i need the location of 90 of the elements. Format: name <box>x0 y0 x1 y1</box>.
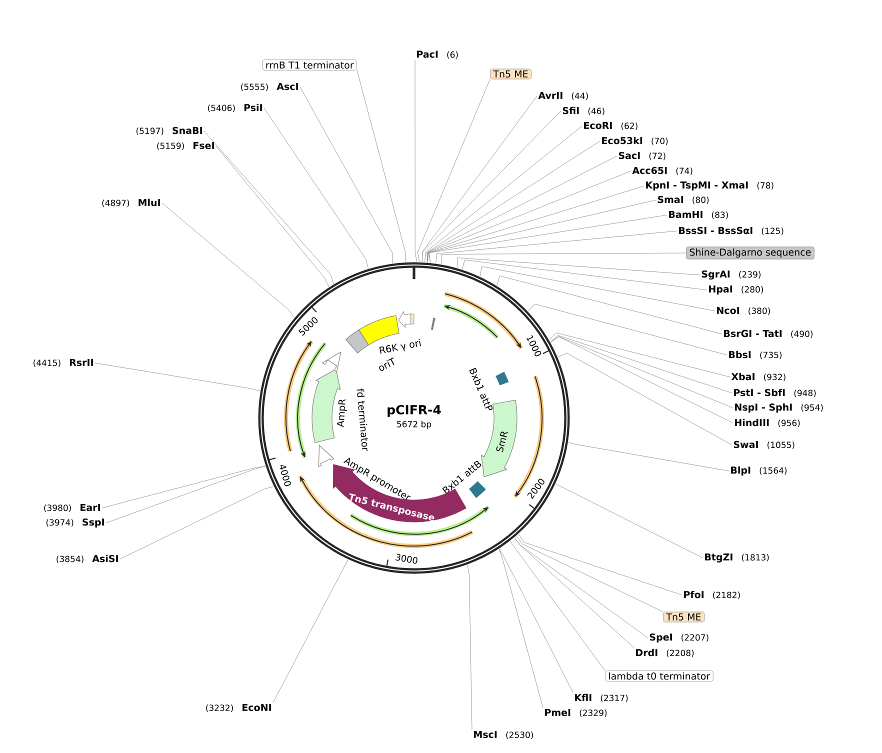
site-label: BtgZI (1813) <box>705 554 769 562</box>
site-label: (5197) SnaBI <box>136 126 202 136</box>
leader-line <box>550 336 734 424</box>
site-label: KpnI - TspMI - XmaI (78) <box>646 182 774 190</box>
leader-line <box>162 202 295 318</box>
leader-line <box>417 79 490 262</box>
site-label: PacI (6) <box>417 50 458 59</box>
leader-line <box>94 362 260 392</box>
site-label: (4415) RsrII <box>34 358 93 368</box>
site-label: AvrII (44) <box>538 92 588 100</box>
site-label: PfoI (2182) <box>684 590 740 600</box>
site-label: Acc65I (74) <box>632 166 692 176</box>
leader-line <box>272 559 348 703</box>
leader-line <box>510 540 606 671</box>
leader-line <box>549 332 730 378</box>
leader-line <box>300 86 393 264</box>
leader-line <box>516 536 664 612</box>
leader-line <box>428 200 656 263</box>
leader-line <box>496 276 722 334</box>
leader-line <box>498 548 544 708</box>
site-label: (5406) PsiI <box>208 104 262 112</box>
site-label: KflI (2317) <box>575 694 628 702</box>
leader-line <box>436 230 678 264</box>
site-label: PmeI (2329) <box>545 708 607 718</box>
leader-line <box>558 352 732 446</box>
leader-line <box>518 534 682 596</box>
leader-line <box>422 110 562 262</box>
site-label: SmaI (80) <box>658 196 709 204</box>
feature-label: Shine-Dalgarno sequence <box>686 246 814 260</box>
site-label: BbsI (735) <box>729 350 782 360</box>
leader-line <box>550 335 732 394</box>
tick-label: 4000 <box>280 465 291 486</box>
leader-line <box>514 537 634 648</box>
tick-label: 1000 <box>526 335 542 356</box>
leader-line <box>568 442 730 472</box>
leader-line <box>456 258 700 276</box>
site-label: DrdI (2208) <box>636 648 694 658</box>
leader-line <box>424 126 582 262</box>
site-label: SpeI (2207) <box>650 633 708 642</box>
site-label: SfiI (46) <box>562 106 604 116</box>
node-label: oriT <box>379 357 394 371</box>
site-label: HindIII (956) <box>735 418 800 428</box>
site-label: (5555) AscI <box>241 82 298 91</box>
site-label: EcoRI (62) <box>584 122 638 130</box>
feature-block: R6K γ ori <box>358 315 421 354</box>
leader-line <box>106 466 266 524</box>
leader-line <box>440 252 686 264</box>
leader-line <box>204 130 334 284</box>
site-label: BsrGI - TatI (490) <box>724 330 813 338</box>
feature-label: rrnB T1 terminator <box>262 60 357 70</box>
node-label: fd terminator <box>356 388 368 452</box>
feature-label: lambda t0 terminator <box>605 670 714 682</box>
site-label: (3974) SspI <box>46 518 104 528</box>
leader-line <box>120 486 274 560</box>
site-label: HpaI (280) <box>709 286 764 294</box>
site-label: (3980) EarI <box>44 504 100 512</box>
site-label: (4897) MluI <box>102 198 160 208</box>
site-label: (3854) AsiSI <box>56 554 118 564</box>
site-label: MscI (2530) <box>474 730 533 740</box>
site-label: SacI (72) <box>618 152 666 160</box>
site-label: XbaI (932) <box>731 372 786 382</box>
site-label: BssSI - BssSαI (125) <box>679 226 784 236</box>
leader-line <box>264 108 369 269</box>
leader-line <box>429 214 668 263</box>
site-label: NcoI (380) <box>717 306 770 315</box>
leader-line <box>414 60 417 262</box>
leader-line <box>426 140 600 263</box>
site-label: SgrAI (239) <box>702 270 761 280</box>
leader-line <box>555 484 704 558</box>
leader-line <box>462 260 708 290</box>
leader-line <box>102 466 266 508</box>
site-label: NspI - SphI (954) <box>735 403 823 413</box>
leader-line <box>498 548 574 693</box>
leader-line <box>427 186 644 263</box>
site-label: BamHI (83) <box>669 210 728 219</box>
leader-line <box>427 156 618 263</box>
leader-line <box>467 564 472 730</box>
leader-line <box>356 70 406 262</box>
site-label: SwaI (1055) <box>734 440 794 450</box>
site-label: (5159) FseI <box>157 142 214 150</box>
leader-line <box>216 146 330 288</box>
tick-label: 3000 <box>395 554 418 564</box>
site-label: Eco53kI (70) <box>602 136 668 146</box>
leader-line <box>480 266 716 312</box>
leader-line <box>528 304 728 356</box>
site-label: PstI - SbfI (948) <box>734 388 816 398</box>
feature-label: Tn5 ME <box>490 68 532 80</box>
site-label: BlpI (1564) <box>731 466 787 476</box>
feature-label: Tn5 ME <box>663 612 704 622</box>
site-label: (3232) EcoNI <box>206 704 271 712</box>
